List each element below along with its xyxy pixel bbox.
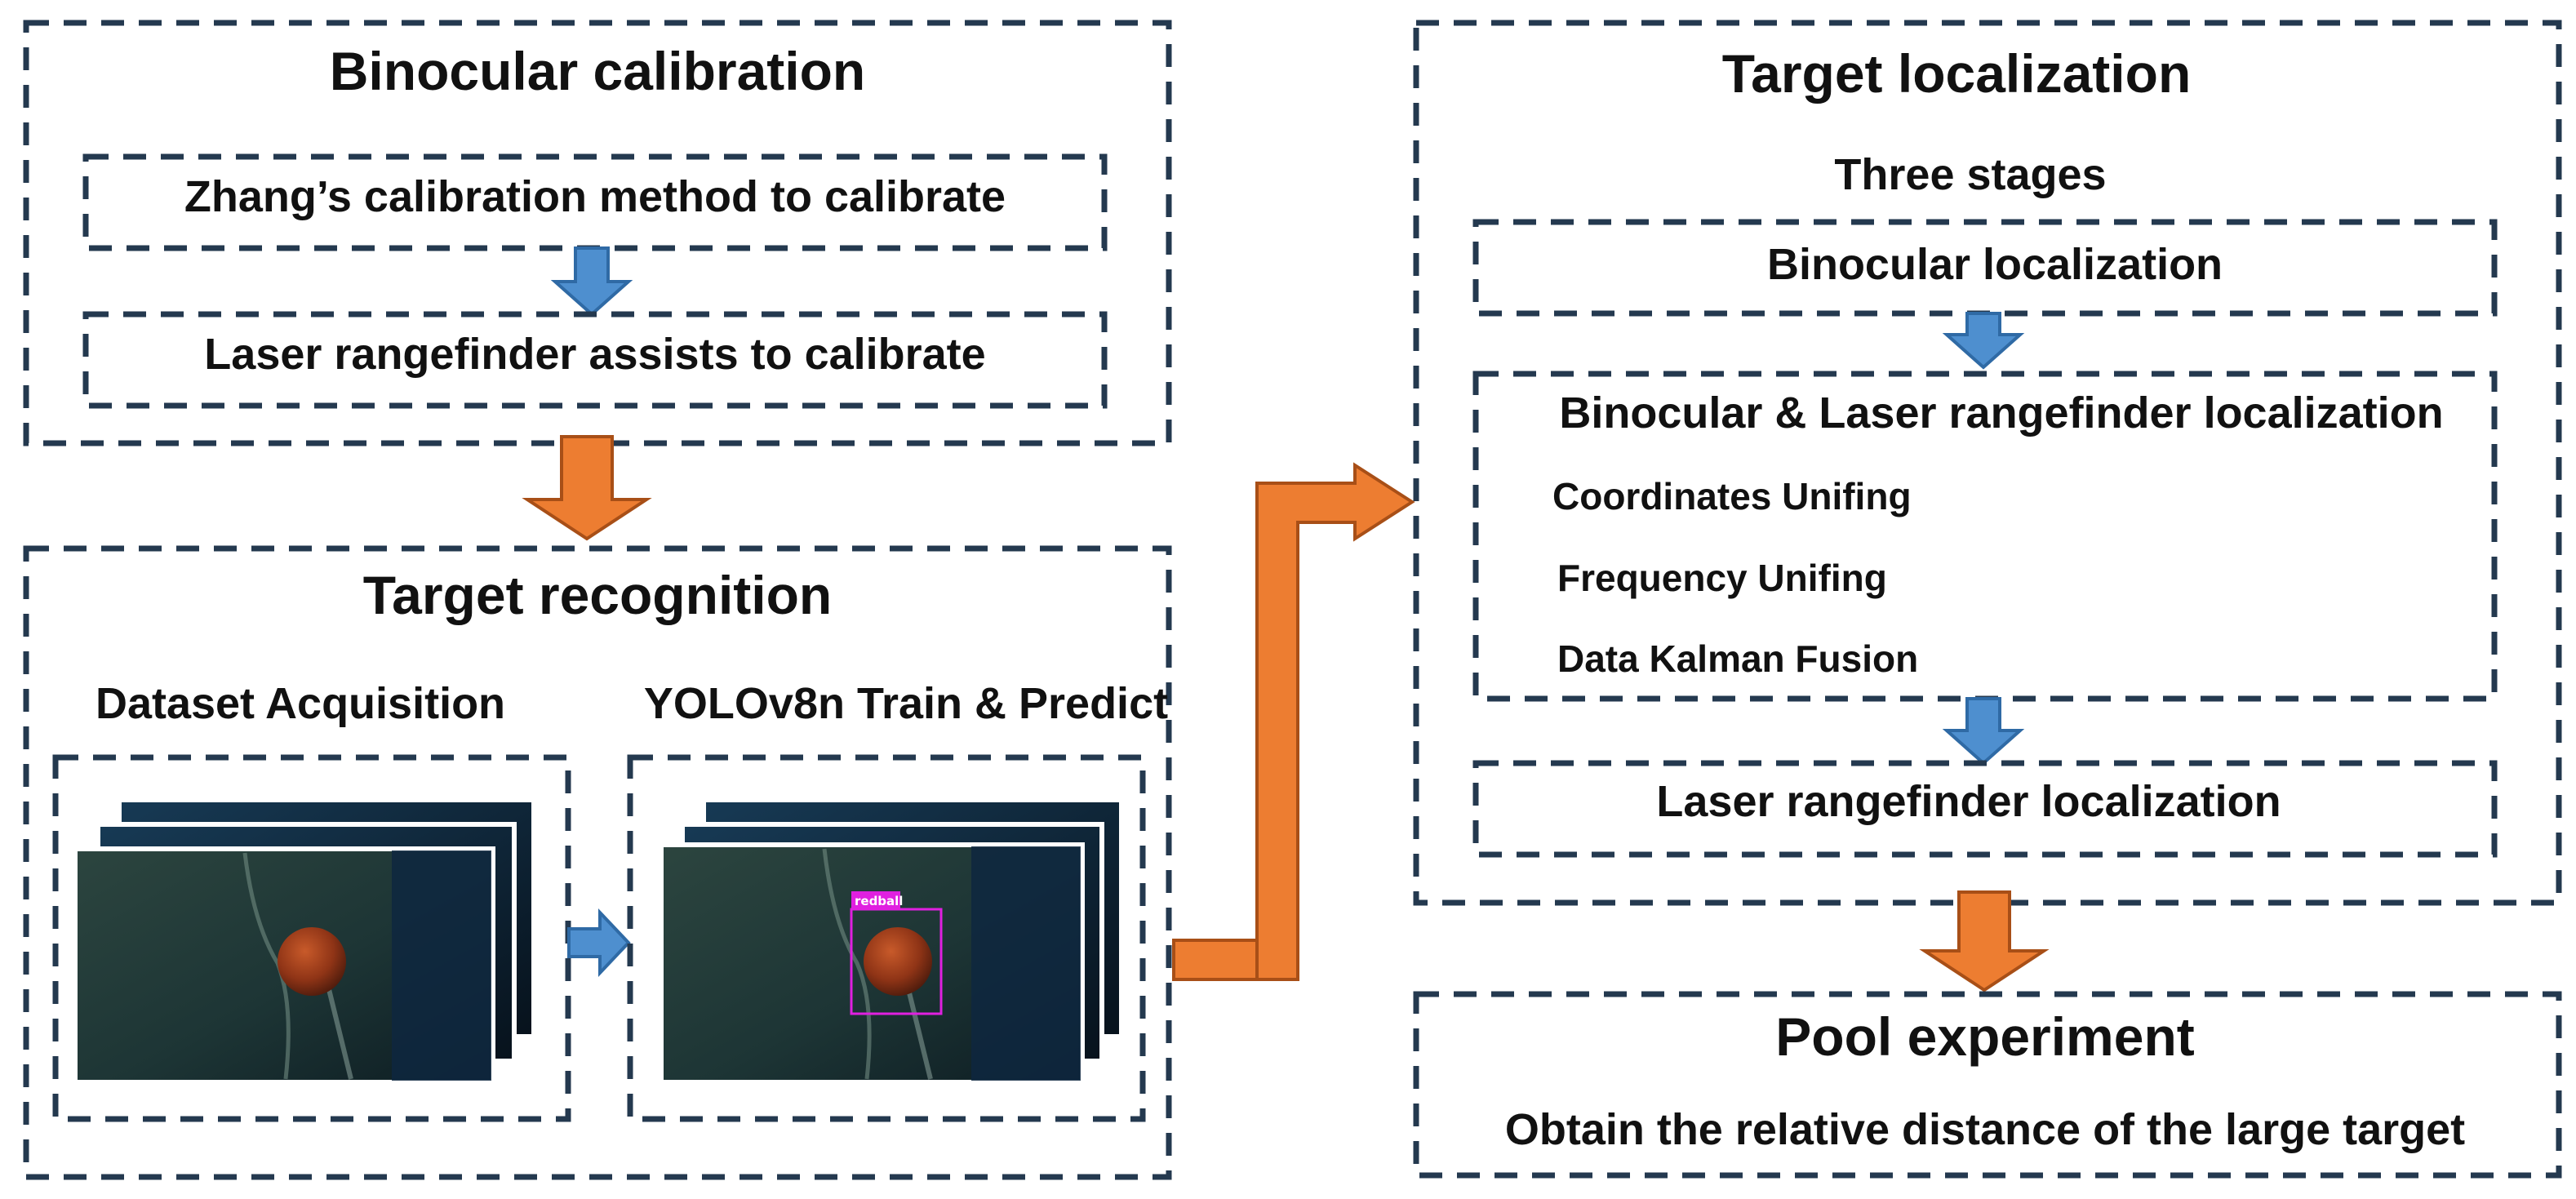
down-arrow-icon: [522, 435, 652, 541]
dataset-label: Dataset Acquisition: [95, 679, 505, 728]
calibration-step1-label: Zhang’s calibration method to calibrate: [184, 172, 1006, 221]
stage3-label: Laser rangefinder localization: [1656, 777, 2281, 826]
down-arrow-icon: [1942, 312, 2025, 370]
ball-icon: [864, 927, 932, 996]
localization-subtitle: Three stages: [1834, 150, 2106, 199]
experiment-section: Pool experiment Obtain the relative dist…: [1413, 991, 2562, 1179]
stage3-box: [1472, 760, 2498, 858]
recognition-section: Target recognition Dataset Acquisition Y…: [23, 545, 1172, 1180]
stage1-label: Binocular localization: [1767, 240, 2223, 289]
stage2-item: Frequency Unifing: [1557, 557, 1887, 599]
calibration-title: Binocular calibration: [330, 41, 865, 101]
yolo-label: YOLOv8n Train & Predict: [644, 679, 1168, 728]
calibration-step2-label: Laser rangefinder assists to calibrate: [204, 330, 985, 379]
down-arrow-icon: [550, 246, 633, 317]
recognition-title: Target recognition: [363, 565, 832, 625]
calibration-section: Binocular calibration Zhang’s calibratio…: [23, 20, 1172, 446]
yolo-frame: [627, 754, 1146, 1122]
localization-title: Target localization: [1722, 43, 2192, 104]
dataset-image-front: [73, 846, 495, 1085]
detection-tag-bg: [851, 891, 900, 909]
prediction-image-stack: redball: [659, 797, 1124, 1085]
stage2-item: Data Kalman Fusion: [1557, 637, 1918, 680]
experiment-frame: [1413, 991, 2562, 1179]
dataset-image-stack: [73, 797, 536, 1085]
stage2-label: Binocular & Laser rangefinder localizati…: [1559, 389, 2443, 437]
prediction-image-front: redball: [659, 842, 1085, 1085]
detection-tag: redball: [855, 894, 903, 908]
calibration-frame: [23, 20, 1172, 446]
ball-icon: [278, 927, 346, 996]
stage2-item: Coordinates Unifing: [1552, 475, 1912, 517]
recognition-frame: [23, 545, 1172, 1180]
down-arrow-icon: [1919, 890, 2050, 993]
calibration-step2-box: [82, 311, 1108, 409]
elbow-arrow-icon: [1172, 462, 1415, 981]
down-arrow-icon: [1942, 697, 2025, 766]
localization-section: Target localization Three stages Binocul…: [1413, 20, 2562, 906]
experiment-description: Obtain the relative distance of the larg…: [1505, 1105, 2465, 1154]
experiment-title: Pool experiment: [1775, 1006, 2194, 1067]
right-arrow-icon: [567, 908, 631, 978]
